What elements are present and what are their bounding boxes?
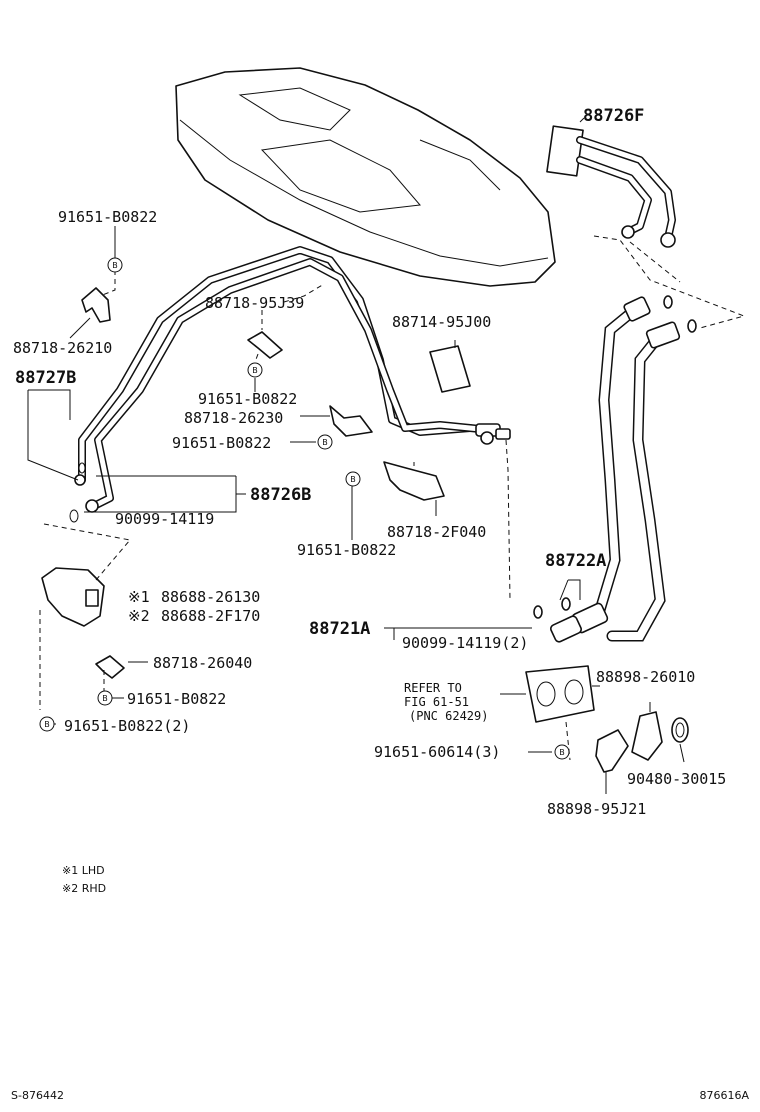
- variant-mark-1: ※1: [128, 588, 150, 606]
- clamp-icon: [95, 655, 125, 679]
- footer-right-code: 876616A: [699, 1089, 749, 1102]
- clamp-icon: [81, 287, 111, 323]
- callout-88688-2F170: 88688-2F170: [161, 607, 260, 625]
- footer: S-876442 876616A: [11, 1089, 749, 1102]
- bracket-icon: [383, 461, 445, 501]
- svg-text:B: B: [350, 475, 356, 484]
- callout-88726F: 88726F: [583, 106, 644, 126]
- callout-88898-95J21: 88898-95J21: [547, 800, 646, 818]
- callout-88688-26130: 88688-26130: [161, 588, 260, 606]
- footer-left-code: S-876442: [11, 1089, 64, 1102]
- svg-text:B: B: [322, 438, 328, 447]
- reference-line-2: FIG 61-51: [404, 695, 469, 709]
- callout-90480-30015: 90480-30015: [627, 770, 726, 788]
- bolt-icon: B: [554, 744, 570, 760]
- svg-text:B: B: [102, 694, 108, 703]
- svg-text:B: B: [112, 261, 118, 270]
- svg-text:B: B: [559, 748, 565, 757]
- note-rhd: ※2 RHD: [62, 882, 106, 895]
- callout-88714-95J00: 88714-95J00: [392, 313, 491, 331]
- hose-icon: [595, 729, 629, 773]
- bracket-icon: [41, 567, 105, 627]
- cooler-pipe-88727B: [74, 246, 511, 513]
- callout-88726B: 88726B: [250, 485, 311, 505]
- callout-90099-14119-2: 90099-14119(2): [402, 634, 528, 652]
- svg-text:B: B: [44, 720, 50, 729]
- floor-panel: [175, 67, 556, 287]
- callout-91651-B0822-clamp: 91651-B0822: [172, 434, 271, 452]
- bolt-icon: B: [247, 362, 263, 378]
- clamp-icon: [329, 405, 373, 437]
- clamp-icon: [247, 331, 283, 359]
- cooler-pipe-88726F: [546, 125, 676, 248]
- reference-line-1: REFER TO: [404, 681, 462, 695]
- callout-91651-B0822-top: 91651-B0822: [58, 208, 157, 226]
- cooler-hoses: [533, 295, 697, 643]
- callout-88718-26210: 88718-26210: [13, 339, 112, 357]
- callout-88721A: 88721A: [309, 619, 370, 639]
- bolt-icon: B: [345, 471, 361, 487]
- callout-88727B: 88727B: [15, 368, 76, 388]
- callout-88722A: 88722A: [545, 551, 606, 571]
- callout-labels: 91651-B0822 88718-26210 88727B 88718-95J…: [13, 106, 726, 818]
- callout-91651-B0822-low: 91651-B0822: [127, 690, 226, 708]
- callout-90099-14119: 90099-14119: [115, 510, 214, 528]
- variant-mark-2: ※2: [128, 607, 150, 625]
- callout-88718-26230: 88718-26230: [184, 409, 283, 427]
- callout-88898-26010: 88898-26010: [596, 668, 695, 686]
- note-lhd: ※1 LHD: [62, 864, 105, 877]
- callout-91651-B0822-2: 91651-B0822(2): [64, 717, 190, 735]
- seal-icon: [671, 717, 689, 743]
- pad-icon: [429, 345, 471, 393]
- bolt-icon: B: [317, 434, 333, 450]
- bolt-icon: B: [97, 690, 113, 706]
- callout-91651-60614-3: 91651-60614(3): [374, 743, 500, 761]
- reference-line-3: (PNC 62429): [409, 709, 488, 723]
- callout-91651-B0822-bracket: 91651-B0822: [297, 541, 396, 559]
- leader-lines: [27, 117, 746, 794]
- hose-icon: [631, 711, 663, 761]
- callout-91651-B0822-mid: 91651-B0822: [198, 390, 297, 408]
- bolt-icon: B: [39, 716, 55, 732]
- flange-icon: [525, 665, 595, 723]
- bolt-icon: B: [107, 257, 123, 273]
- callout-88718-95J39: 88718-95J39: [205, 294, 304, 312]
- callout-88718-26040: 88718-26040: [153, 654, 252, 672]
- oring-icon: [69, 462, 86, 523]
- notes: ※1 LHD ※2 RHD: [62, 864, 106, 895]
- callout-88718-2F040: 88718-2F040: [387, 523, 486, 541]
- svg-text:B: B: [252, 366, 258, 375]
